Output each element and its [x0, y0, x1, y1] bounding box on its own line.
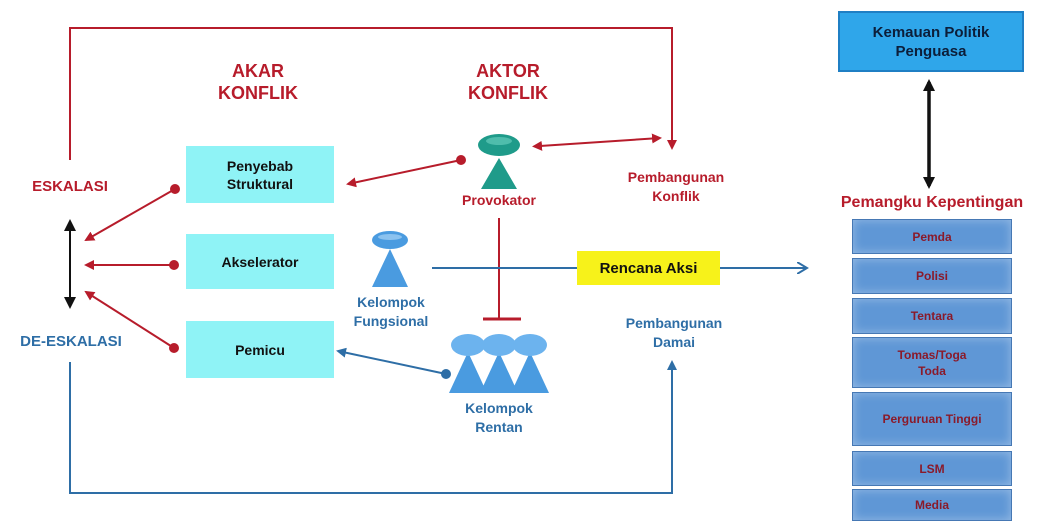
penyebab-dot: [170, 184, 180, 194]
box-akselerator: Akselerator: [186, 234, 334, 289]
penyebab-to-axis: [84, 188, 176, 241]
provokator-to-penyebab: [346, 159, 462, 188]
rentan-dot: [441, 369, 451, 379]
akselerator-dot: [169, 260, 179, 270]
box-pemicu: Pemicu: [186, 321, 334, 378]
stakeholder-pemda: Pemda: [852, 219, 1012, 254]
label-kelompok-rentan: Kelompok Rentan: [465, 400, 533, 435]
stakeholder-media: Media: [852, 489, 1012, 521]
pemicu-to-axis: [84, 290, 175, 349]
label-kelompok-fungsional: Kelompok Fungsional: [353, 294, 429, 329]
provokator-dot: [456, 155, 466, 165]
box-rencana-aksi: Rencana Aksi: [577, 251, 720, 285]
provokator-figure-icon: [478, 134, 520, 189]
box-kemauan-politik: Kemauan Politik Penguasa: [838, 11, 1024, 72]
provokator-konflik-arrow: [532, 133, 662, 151]
stakeholder-lsm: LSM: [852, 451, 1012, 486]
box-penyebab-struktural: Penyebab Struktural: [186, 146, 334, 203]
label-pemangku-kepentingan: Pemangku Kepentingan: [840, 194, 1024, 211]
stakeholder-tentara: Tentara: [852, 298, 1012, 334]
label-de-eskalasi: DE-ESKALASI: [20, 333, 122, 350]
header-akar-konflik: AKAR KONFLIK: [218, 61, 298, 103]
de-eskalasi-loop-line: [69, 360, 677, 494]
eskalasi-loop-line: [69, 27, 677, 160]
pemicu-dot: [169, 343, 179, 353]
label-provokator: Provokator: [462, 192, 536, 208]
header-aktor-konflik: AKTOR KONFLIK: [468, 61, 548, 103]
stakeholder-polisi: Polisi: [852, 258, 1012, 294]
stakeholder-perguruan-tinggi: Perguruan Tinggi: [852, 392, 1012, 446]
label-pembangunan-damai: Pembangunan Damai: [625, 315, 723, 350]
label-eskalasi: ESKALASI: [32, 178, 108, 195]
rentan-group-icon: [449, 334, 549, 393]
fungsional-figure-icon: [372, 231, 408, 287]
label-pembangunan-konflik: Pembangunan Konflik: [627, 169, 725, 204]
stakeholder-tomas-toga-toda: Tomas/Toga Toda: [852, 337, 1012, 388]
rentan-to-pemicu: [336, 347, 447, 375]
